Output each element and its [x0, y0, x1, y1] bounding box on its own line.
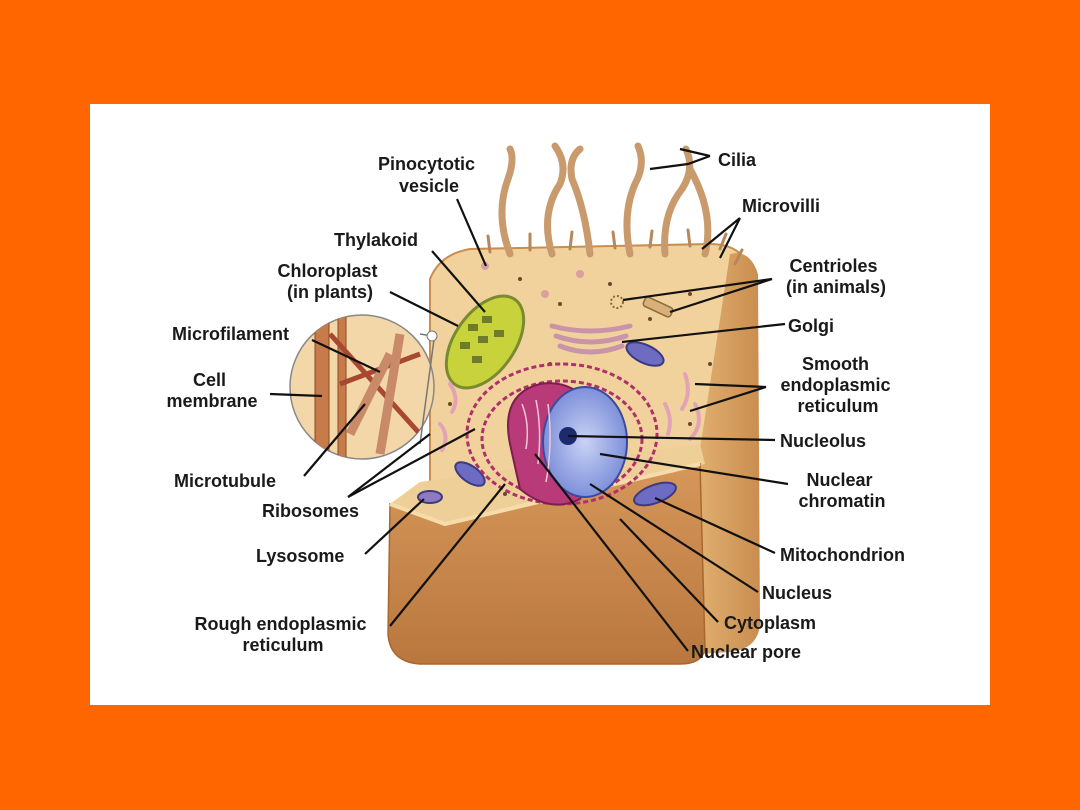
- label-cell-membrane: Cell membrane: [166, 370, 257, 411]
- label-microvilli: Microvilli: [742, 196, 820, 216]
- chloroplast: [444, 294, 526, 390]
- label-pinocytotic-vesicle: Pinocytotic vesicle: [378, 154, 480, 196]
- label-nuclear-pore: Nuclear pore: [691, 642, 801, 662]
- cilia: [498, 142, 712, 258]
- membrane-magnifier: [289, 314, 438, 460]
- label-nucleolus: Nucleolus: [780, 431, 866, 451]
- label-golgi: Golgi: [788, 316, 834, 336]
- centrioles: [610, 295, 674, 318]
- label-cytoplasm: Cytoplasm: [724, 613, 816, 633]
- label-cilia: Cilia: [718, 150, 757, 170]
- label-microtubule: Microtubule: [174, 471, 276, 491]
- golgi: [549, 323, 633, 355]
- label-microfilament: Microfilament: [172, 324, 289, 344]
- nucleus: [507, 382, 628, 506]
- cell-diagram: Pinocytotic vesicle Cilia Microvilli Thy…: [166, 142, 905, 665]
- label-thylakoid: Thylakoid: [334, 230, 418, 250]
- diagram-panel: Pinocytotic vesicle Cilia Microvilli Thy…: [90, 104, 990, 705]
- label-centrioles: Centrioles (in animals): [786, 256, 886, 297]
- label-chloroplast: Chloroplast (in plants): [277, 261, 382, 302]
- label-lysosome: Lysosome: [256, 546, 344, 566]
- label-ribosomes: Ribosomes: [262, 501, 359, 521]
- label-smooth-er: Smooth endoplasmic reticulum: [780, 354, 895, 416]
- label-nuclear-chromatin: Nuclear chromatin: [798, 470, 885, 511]
- label-nucleus: Nucleus: [762, 583, 832, 603]
- label-mitochondrion: Mitochondrion: [780, 545, 905, 565]
- smooth-er: [438, 372, 701, 452]
- label-rough-er: Rough endoplasmic reticulum: [194, 614, 371, 655]
- leader-lines: [269, 147, 789, 652]
- microvilli: [486, 228, 744, 266]
- mitochondria: [417, 341, 677, 507]
